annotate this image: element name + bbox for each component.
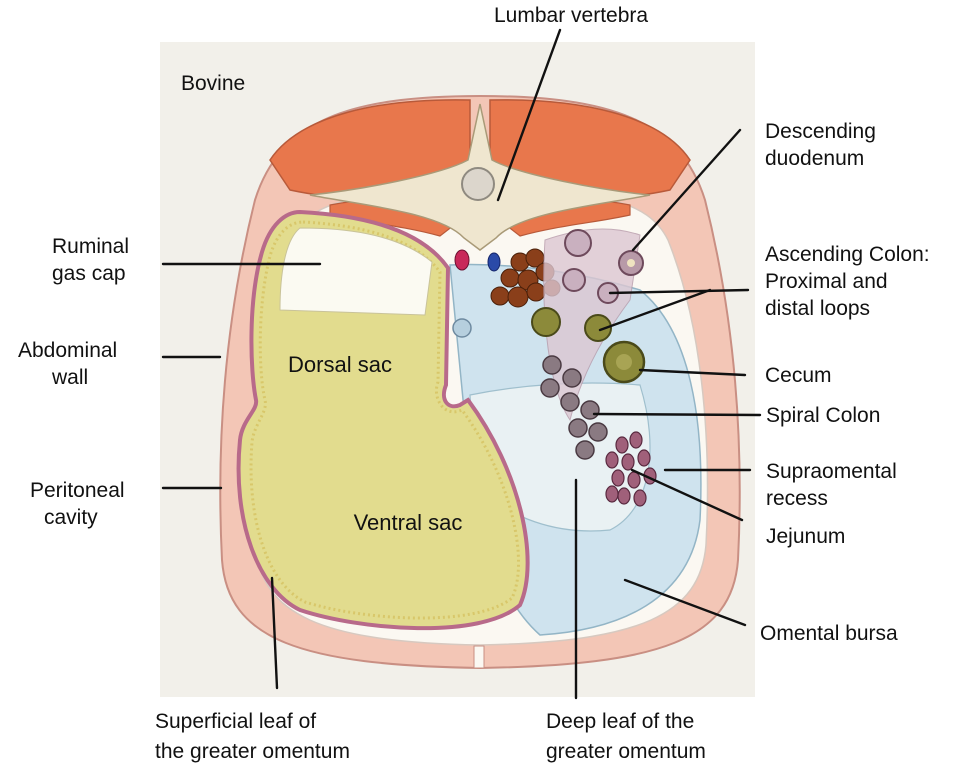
ascending-colon-line-3: distal loops bbox=[765, 297, 870, 320]
ventral-sac-label: Ventral sac bbox=[354, 510, 463, 535]
cecum-lumen bbox=[616, 354, 632, 370]
linea-alba bbox=[474, 646, 484, 668]
deep-leaf-line-2: greater omentum bbox=[546, 740, 706, 763]
descending-duodenum-label: Descending duodenum bbox=[765, 120, 882, 170]
mesenteric-node bbox=[453, 319, 471, 337]
aorta bbox=[455, 250, 469, 270]
deep-leaf-line-1: Deep leaf of the bbox=[546, 710, 694, 733]
ruminal-gas-cap-line-2: gas cap bbox=[52, 262, 126, 285]
lumbar-vertebra-label: Lumbar vertebra bbox=[494, 4, 648, 27]
ascending-colon-line-2: Proximal and bbox=[765, 270, 888, 293]
peritoneal-cavity-label: Peritoneal cavity bbox=[30, 479, 130, 529]
supraomental-recess-line-1: Supraomental bbox=[766, 460, 897, 483]
ascending-colon-line-1: Ascending Colon: bbox=[765, 243, 930, 266]
supraomental-recess-line-2: recess bbox=[766, 487, 828, 510]
spiral-colon-label: Spiral Colon bbox=[766, 404, 880, 427]
vertebral-body bbox=[462, 168, 494, 200]
omental-bursa-label: Omental bursa bbox=[760, 622, 898, 645]
jejunum-label: Jejunum bbox=[766, 525, 845, 548]
superficial-leaf-line-2: the greater omentum bbox=[155, 740, 350, 763]
descending-duodenum-line-1: Descending bbox=[765, 120, 876, 143]
ruminal-gas-cap-line-1: Ruminal bbox=[52, 235, 129, 258]
descending-duodenum-line-2: duodenum bbox=[765, 147, 864, 170]
ascending-colon-label: Ascending Colon: Proximal and distal loo… bbox=[765, 243, 935, 320]
superficial-leaf-label: Superficial leaf of the greater omentum bbox=[155, 710, 350, 763]
abdominal-wall-line-2: wall bbox=[51, 366, 88, 389]
supraomental-recess-label: Supraomental recess bbox=[766, 460, 903, 510]
ruminal-gas-cap-label: Ruminal gas cap bbox=[52, 235, 135, 285]
ascending-colon-loop-2 bbox=[563, 269, 585, 291]
abdominal-wall-label: Abdominal wall bbox=[18, 339, 123, 389]
superficial-leaf-line-1: Superficial leaf of bbox=[155, 710, 316, 733]
caudal-vena-cava bbox=[488, 253, 500, 271]
peritoneal-cavity-line-1: Peritoneal bbox=[30, 479, 125, 502]
deep-leaf-label: Deep leaf of the greater omentum bbox=[546, 710, 706, 763]
abdominal-wall-line-1: Abdominal bbox=[18, 339, 117, 362]
descending-duodenum-lumen bbox=[627, 259, 635, 267]
peritoneal-cavity-line-2: cavity bbox=[44, 506, 98, 529]
dorsal-sac-label: Dorsal sac bbox=[288, 352, 392, 377]
ascending-colon-loop-1 bbox=[565, 230, 591, 256]
cecum-label: Cecum bbox=[765, 364, 832, 387]
ascending-colon-loop-4 bbox=[532, 308, 560, 336]
species-label: Bovine bbox=[181, 72, 245, 95]
